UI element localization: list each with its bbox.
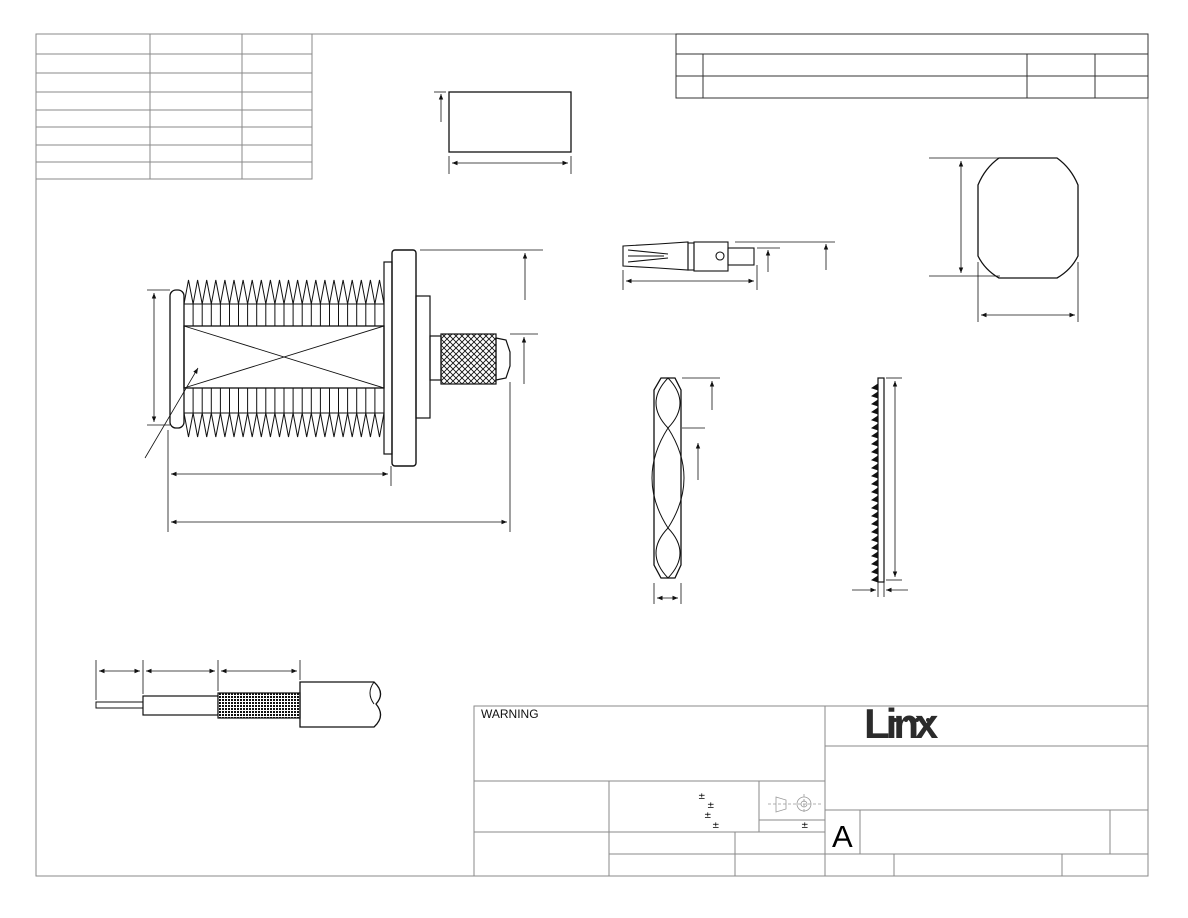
sheet-border xyxy=(35,33,1149,877)
insulator-front-view xyxy=(434,91,572,174)
lock-washer-side-view xyxy=(852,377,908,597)
revision-table xyxy=(675,33,1149,99)
warning-label: WARNING xyxy=(481,707,539,721)
tolerance-symbol: ± xyxy=(712,821,720,831)
tolerance-symbol: ± xyxy=(801,821,809,831)
connector-side-view xyxy=(144,249,543,532)
logo-dots xyxy=(893,709,945,722)
hex-nut-side-view xyxy=(651,377,720,604)
tolerance-symbol: ± xyxy=(707,801,715,811)
cable-strip-view xyxy=(95,660,382,728)
flange-end-view xyxy=(929,157,1079,322)
third-angle-projection-symbol xyxy=(768,794,822,814)
company-logo: Linx xyxy=(864,700,938,747)
contact-pin-view xyxy=(622,241,835,290)
tolerance-symbol: ± xyxy=(698,792,706,802)
title-block xyxy=(473,705,1149,877)
revision-letter: A xyxy=(832,819,853,854)
tolerance-symbol: ± xyxy=(704,811,712,821)
parts-table xyxy=(35,33,313,180)
